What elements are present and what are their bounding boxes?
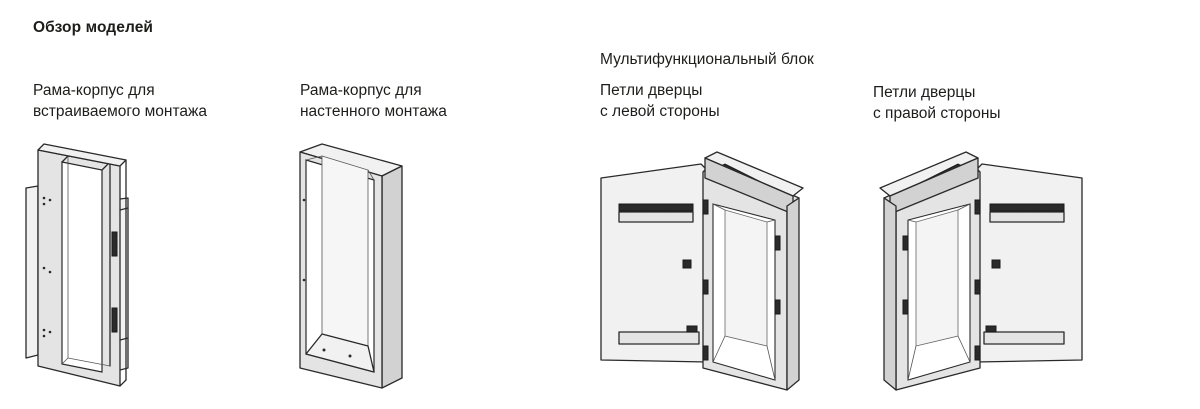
caption-line-1: Рама-корпус для [33,82,155,99]
multifunction-left-hinge-illustration [600,151,804,391]
model-caption-surface-mount: Рама-корпус для настенного монтажа [300,80,447,122]
caption-line-1: Петли дверцы [600,82,703,99]
caption-line-2: настенного монтажа [300,103,447,120]
caption-line-2: с правой стороны [873,105,1001,122]
multifunction-group-label: Мультифункциональный блок [600,51,814,68]
surface-mount-frame-illustration [299,143,403,389]
caption-line-2: встраиваемого монтажа [33,103,207,120]
page-title: Обзор моделей [33,19,154,36]
flush-mount-frame-illustration [25,143,129,387]
multifunction-right-hinge-illustration [879,151,1083,391]
caption-line-2: с левой стороны [600,103,720,120]
caption-line-1: Рама-корпус для [300,82,422,99]
model-caption-flush-mount: Рама-корпус для встраиваемого монтажа [33,80,207,122]
caption-line-1: Петли дверцы [873,84,976,101]
model-caption-left-hinge: Петли дверцы с левой стороны [600,80,720,122]
model-caption-right-hinge: Петли дверцы с правой стороны [873,82,1001,124]
